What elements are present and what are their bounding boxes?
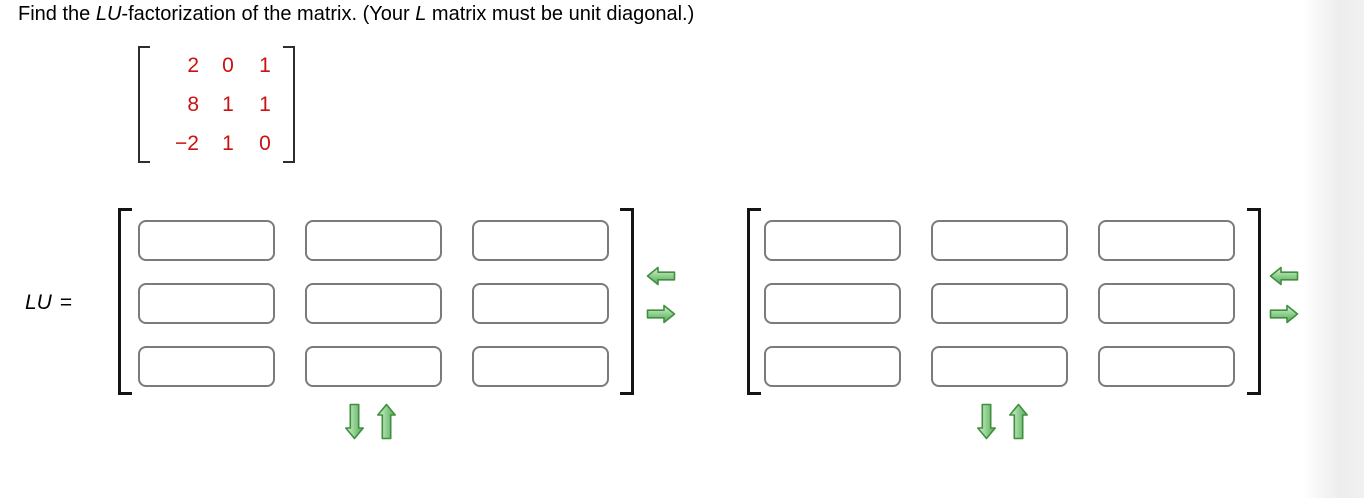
given-matrix-right-bracket [283,46,295,163]
factor2-cell-r2c3[interactable] [1098,283,1235,324]
factor1-column-controls [646,266,676,324]
given-matrix-cell: 0 [259,132,271,155]
problem-text-segment: matrix must be unit diagonal.) [426,3,695,25]
factor2-cell-r2c2[interactable] [931,283,1068,324]
factor2-left-bracket [747,208,761,395]
factor2-cell-r1c3[interactable] [1098,220,1235,261]
left-arrow-icon [646,266,676,286]
factor1-remove-column-button[interactable] [646,266,676,286]
given-matrix: 2 0 1 8 1 1 −2 1 0 [138,46,295,163]
factor2-right-bracket [1247,208,1261,395]
factor2-remove-row-button[interactable] [1008,403,1029,440]
factor1-cell-r3c2[interactable] [305,346,442,387]
factor2-column-controls [1269,266,1299,324]
factor1-right-bracket [620,208,634,395]
factor2-add-row-button[interactable] [976,403,997,440]
up-arrow-icon [1009,403,1028,440]
given-matrix-cell: −2 [175,132,199,155]
given-matrix-cells: 2 0 1 8 1 1 −2 1 0 [150,46,283,163]
factor1-cell-grid [138,220,609,387]
factor2-cell-grid [764,220,1235,387]
down-arrow-icon [977,403,996,440]
factor1-row-controls [344,403,397,440]
factor2-cell-r2c1[interactable] [764,283,901,324]
factor2-cell-r3c3[interactable] [1098,346,1235,387]
given-matrix-cell: 1 [259,93,271,116]
problem-text-segment: Find the [18,3,96,25]
factor2-cell-r1c1[interactable] [764,220,901,261]
equation-equals-sign: = [59,291,73,314]
right-arrow-icon [1269,304,1299,324]
given-matrix-cell: 1 [222,93,234,116]
problem-statement: Find the LU-factorization of the matrix.… [18,1,694,28]
up-arrow-icon [377,403,396,440]
factor1-cell-r3c1[interactable] [138,346,275,387]
equation-label: LU = [25,288,72,318]
factor1-remove-row-button[interactable] [376,403,397,440]
factor1-cell-r2c3[interactable] [472,283,609,324]
factor1-cell-r1c2[interactable] [305,220,442,261]
factor2-remove-column-button[interactable] [1269,266,1299,286]
factor2-add-column-button[interactable] [1269,304,1299,324]
factor1-add-column-button[interactable] [646,304,676,324]
factor1-cell-r2c2[interactable] [305,283,442,324]
factor2-cell-r1c2[interactable] [931,220,1068,261]
factor1-cell-r1c1[interactable] [138,220,275,261]
factor1-add-row-button[interactable] [344,403,365,440]
problem-text-segment: -factorization of the matrix. (Your [121,3,416,25]
given-matrix-cell: 1 [259,54,271,77]
given-matrix-cell: 2 [187,54,199,77]
factor1-cell-r1c3[interactable] [472,220,609,261]
factor1-cell-r2c1[interactable] [138,283,275,324]
left-arrow-icon [1269,266,1299,286]
factor2-matrix-entry [747,208,1261,395]
factor2-cell-r3c2[interactable] [931,346,1068,387]
factor2-cell-r3c1[interactable] [764,346,901,387]
given-matrix-cell: 8 [187,93,199,116]
factor2-row-controls [976,403,1029,440]
factor1-matrix-entry [118,208,634,395]
problem-text-lu-italic: LU [95,3,122,25]
given-matrix-cell: 1 [222,132,234,155]
right-arrow-icon [646,304,676,324]
down-arrow-icon [345,403,364,440]
factor1-cell-r3c3[interactable] [472,346,609,387]
given-matrix-cell: 0 [222,54,234,77]
given-matrix-left-bracket [138,46,150,163]
problem-text-l-italic: L [415,3,427,25]
page-edge-shadow [1302,0,1364,498]
factor1-left-bracket [118,208,132,395]
equation-lhs: LU [25,291,52,314]
